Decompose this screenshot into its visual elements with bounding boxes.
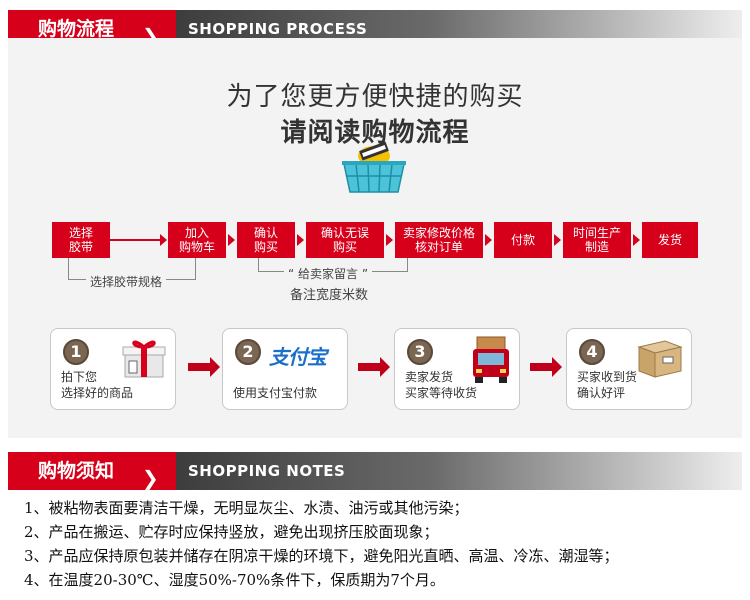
intro-line-2: 请阅读购物流程	[280, 118, 470, 148]
arrow-right-icon	[297, 234, 304, 246]
box-icon	[637, 340, 683, 378]
step-select-tape: 选择 胶带	[52, 222, 110, 258]
step-number-badge: 3	[407, 339, 433, 365]
card-text: 拍下您 选择好的商品	[61, 370, 134, 400]
step-confirm-no-error: 确认无误 购买	[306, 222, 384, 258]
chevron-right-icon: ❯	[142, 466, 159, 490]
step-payment: 付款	[494, 222, 552, 258]
card-step-4: 4 买家收到货 确认好评	[566, 328, 692, 410]
arrow-right-icon	[160, 234, 167, 246]
shopping-basket-icon	[342, 141, 406, 193]
step-shipping: 发货	[642, 222, 698, 258]
card-step-3: 3 卖家发货 买家等待收货	[394, 328, 520, 410]
step-number-badge: 4	[579, 339, 605, 365]
card-step-2: 2 支付宝 使用支付宝付款	[222, 328, 348, 410]
arrow-right-icon	[358, 357, 390, 377]
card-step-1: 1 拍下您 选择好的商品	[50, 328, 176, 410]
step-add-to-cart: 加入 购物车	[168, 222, 226, 258]
step-production: 时间生产 制造	[563, 222, 631, 258]
arrow-right-icon	[228, 234, 235, 246]
list-item: 3、产品应保持原包装并储存在阴凉干燥的环境下，避免阳光直晒、高温、冷冻、潮湿等；	[24, 547, 619, 565]
notes-header-zh: 购物须知 ❯	[8, 452, 176, 490]
step-number-badge: 2	[235, 339, 261, 365]
list-item: 4、在温度20-30℃、湿度50%-70%条件下，保质期为7个月。	[24, 571, 445, 589]
step-confirm-purchase: 确认 购买	[237, 222, 295, 258]
card-text: 买家收到货 确认好评	[577, 370, 638, 400]
card-text: 使用支付宝付款	[233, 386, 318, 400]
arrow-right-icon	[485, 234, 492, 246]
intro-line-1: 为了您更方便快捷的购买	[226, 82, 524, 112]
step-seller-adjust-price: 卖家修改价格 核对订单	[395, 222, 483, 258]
note-select-spec: 选择胶带规格	[86, 273, 167, 290]
list-item: 2、产品在搬运、贮存时应保持竖放，避免出现挤压胶面现象；	[24, 523, 439, 541]
arrow-right-icon	[633, 234, 640, 246]
notes-header-en: SHOPPING NOTES	[176, 452, 742, 490]
note-remark: 备注宽度米数	[290, 288, 369, 303]
arrow-right-icon	[188, 357, 220, 377]
arrow-right-icon	[554, 234, 561, 246]
arrow-right-icon	[386, 234, 393, 246]
alipay-logo: 支付宝	[269, 345, 327, 369]
note-message-seller: “ 给卖家留言 ”	[284, 265, 373, 282]
step-number-badge: 1	[63, 339, 89, 365]
truck-icon	[473, 336, 509, 383]
arrow-right-icon	[530, 357, 562, 377]
shopping-notes-header: 购物须知 ❯ SHOPPING NOTES	[8, 452, 742, 490]
list-item: 1、被粘物表面要清洁干燥，无明显灰尘、水渍、油污或其他污染；	[24, 499, 469, 517]
shopping-notes-list: 1、被粘物表面要清洁干燥，无明显灰尘、水渍、油污或其他污染； 2、产品在搬运、贮…	[24, 496, 744, 592]
card-text: 卖家发货 买家等待收货	[405, 370, 478, 400]
gift-icon	[122, 340, 166, 378]
